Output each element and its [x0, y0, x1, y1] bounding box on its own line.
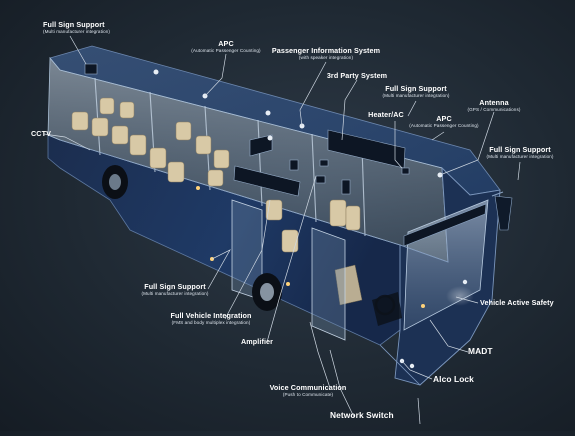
callout-network-switch: Network Switch	[330, 410, 394, 420]
callout-voice-communication: Voice Communication (Push to Communicate…	[269, 383, 347, 397]
callout-vehicle-active-safety: Vehicle Active Safety	[480, 298, 554, 307]
front-door	[311, 227, 346, 341]
callout-antenna: Antenna (GPS / Communications)	[467, 98, 521, 112]
seats	[71, 97, 361, 253]
callout-3rd-party-system: 3rd Party System	[326, 71, 388, 80]
callout-full-sign-support-top-right: Full Sign Support (Multi manufacturer in…	[382, 84, 450, 98]
callout-full-sign-support-right: Full Sign Support (Multi manufacturer in…	[486, 145, 554, 159]
mirror	[494, 195, 513, 231]
window-pillars	[94, 77, 366, 237]
callout-passenger-information-system: Passenger Information System (with speak…	[271, 46, 381, 60]
wheels	[102, 165, 282, 311]
callout-apc-right: APC (Automatic Passenger Counting)	[409, 114, 479, 128]
callout-amplifier: Amplifier	[241, 337, 274, 346]
front-sign	[403, 203, 487, 247]
leader-lines	[43, 35, 521, 425]
callout-apc-top: APC (Automatic Passenger Counting)	[191, 39, 261, 53]
callout-full-vehicle-integration: Full Vehicle Integration (FMS and body m…	[170, 311, 252, 325]
callout-madt: MADT	[468, 346, 493, 356]
interior-devices	[84, 63, 410, 197]
callout-alco-lock: Alco Lock	[433, 374, 474, 384]
callout-heater-ac: Heater/AC	[368, 110, 404, 119]
callout-full-sign-support-bottom-left: Full Sign Support (Multi manufacturer in…	[141, 282, 209, 296]
callout-full-sign-support-top-left: Full Sign Support (Multi manufacturer in…	[43, 20, 111, 34]
callout-cctv: CCTV	[31, 129, 51, 138]
